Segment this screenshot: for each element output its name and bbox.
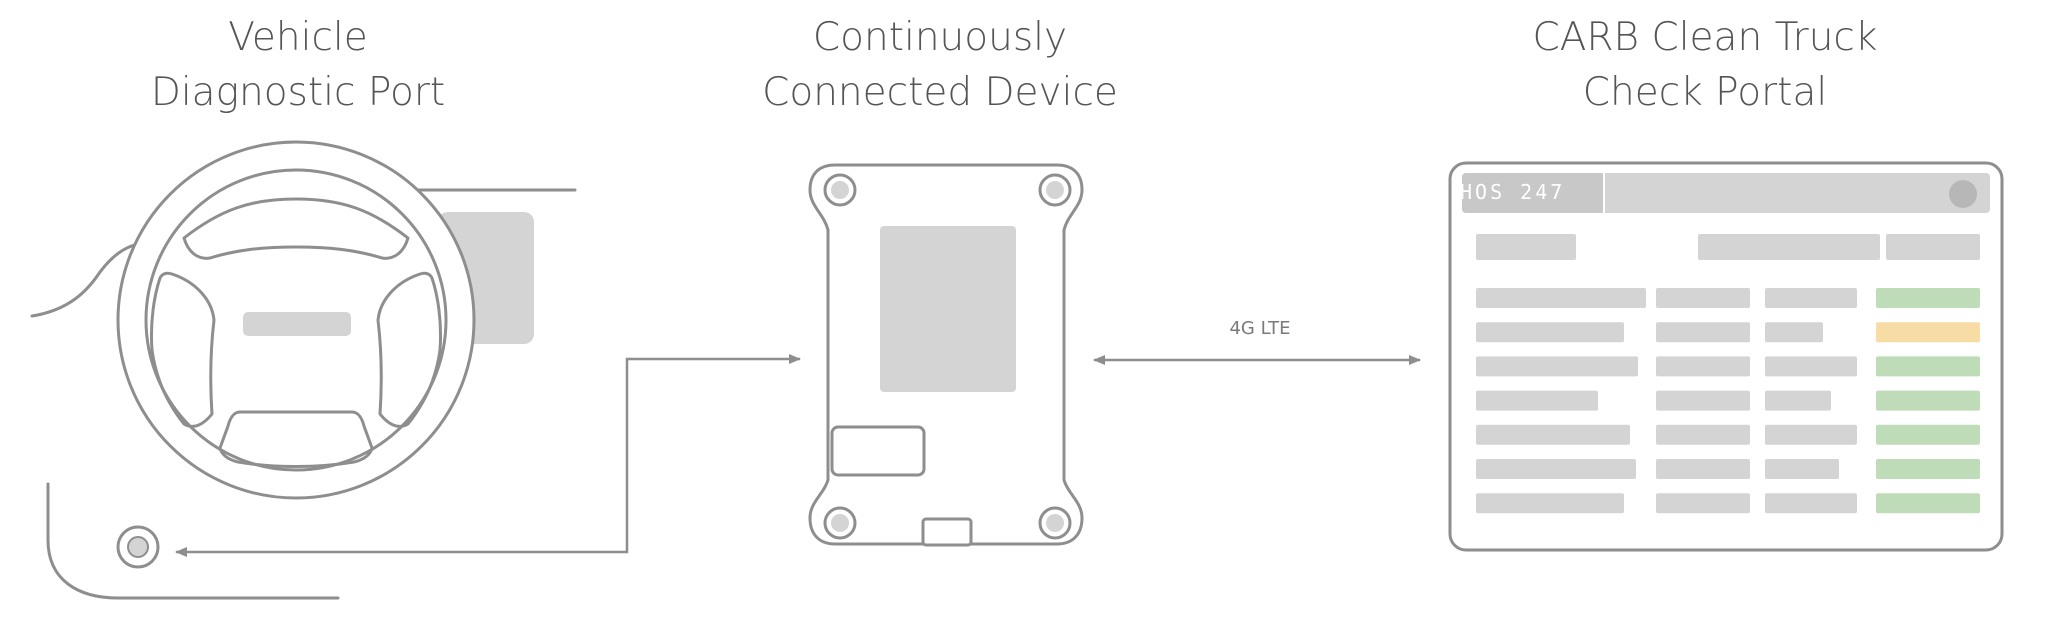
portal-toolbar-search <box>1698 234 1880 260</box>
obd-cable-connection <box>175 354 801 557</box>
table-row-cell-date <box>1656 424 1750 445</box>
lte-connection-label: 4G LTE <box>1229 318 1291 339</box>
portal-title: CARB Clean Truck Check Portal <box>1532 15 1878 115</box>
table-row-cell-value <box>1765 424 1857 445</box>
mount-hole-bottom-left-fill <box>831 514 849 532</box>
table-row-cell-status <box>1876 493 1980 514</box>
connected-device-title: Continuously Connected Device <box>762 15 1118 115</box>
table-row-cell-value <box>1765 459 1839 479</box>
table-row-cell-date <box>1656 390 1750 411</box>
table-row-cell-value <box>1765 493 1857 514</box>
table-row-cell-status <box>1876 424 1980 445</box>
table-row-cell-name <box>1476 356 1638 377</box>
device-illustration <box>808 163 1084 547</box>
mount-hole-top-right-fill <box>1046 181 1064 199</box>
portal-toolbar-button <box>1886 234 1980 260</box>
table-row-cell-date <box>1656 288 1750 308</box>
table-row-cell-value <box>1765 288 1857 308</box>
diagnostic-port-socket <box>127 536 149 558</box>
table-row-cell-value <box>1765 356 1857 377</box>
seat-curve <box>30 242 142 318</box>
spoke-top <box>182 197 410 260</box>
table-row-cell-date <box>1656 459 1750 479</box>
floor-line <box>46 482 340 600</box>
wheel-hub <box>243 312 351 336</box>
portal-menu-icon <box>1949 180 1977 208</box>
portal-window <box>1448 161 2004 552</box>
portal-table <box>1476 288 1980 514</box>
vehicle-port-title: Vehicle Diagnostic Port <box>150 15 446 115</box>
table-row-cell-status <box>1876 390 1980 411</box>
table-row-cell-value <box>1765 322 1823 343</box>
table-row-cell-status <box>1876 288 1980 308</box>
mount-hole-bottom-right-fill <box>1046 514 1064 532</box>
table-row-cell-date <box>1656 493 1750 514</box>
device-bottom-connector <box>921 517 973 547</box>
portal-toolbar-left <box>1476 234 1576 260</box>
table-row-cell-name <box>1476 424 1630 445</box>
table-row-cell-status <box>1876 322 1980 343</box>
table-row-cell-status <box>1876 459 1980 479</box>
device-chip <box>880 226 1016 392</box>
table-row-cell-name <box>1476 322 1624 343</box>
vehicle-illustration <box>30 140 577 600</box>
portal-brand-logo: HOS 247 <box>1460 180 1566 204</box>
table-row-cell-name <box>1476 493 1624 514</box>
table-row-cell-name <box>1476 288 1646 308</box>
table-row-cell-name <box>1476 459 1636 479</box>
table-row-cell-name <box>1476 390 1598 411</box>
table-row-cell-value <box>1765 390 1831 411</box>
device-side-port <box>830 425 926 477</box>
table-row-cell-date <box>1656 356 1750 377</box>
table-row-cell-status <box>1876 356 1980 377</box>
mount-hole-top-left-fill <box>831 181 849 199</box>
portal-brand-tab <box>1462 173 1604 213</box>
table-row-cell-date <box>1656 322 1750 343</box>
